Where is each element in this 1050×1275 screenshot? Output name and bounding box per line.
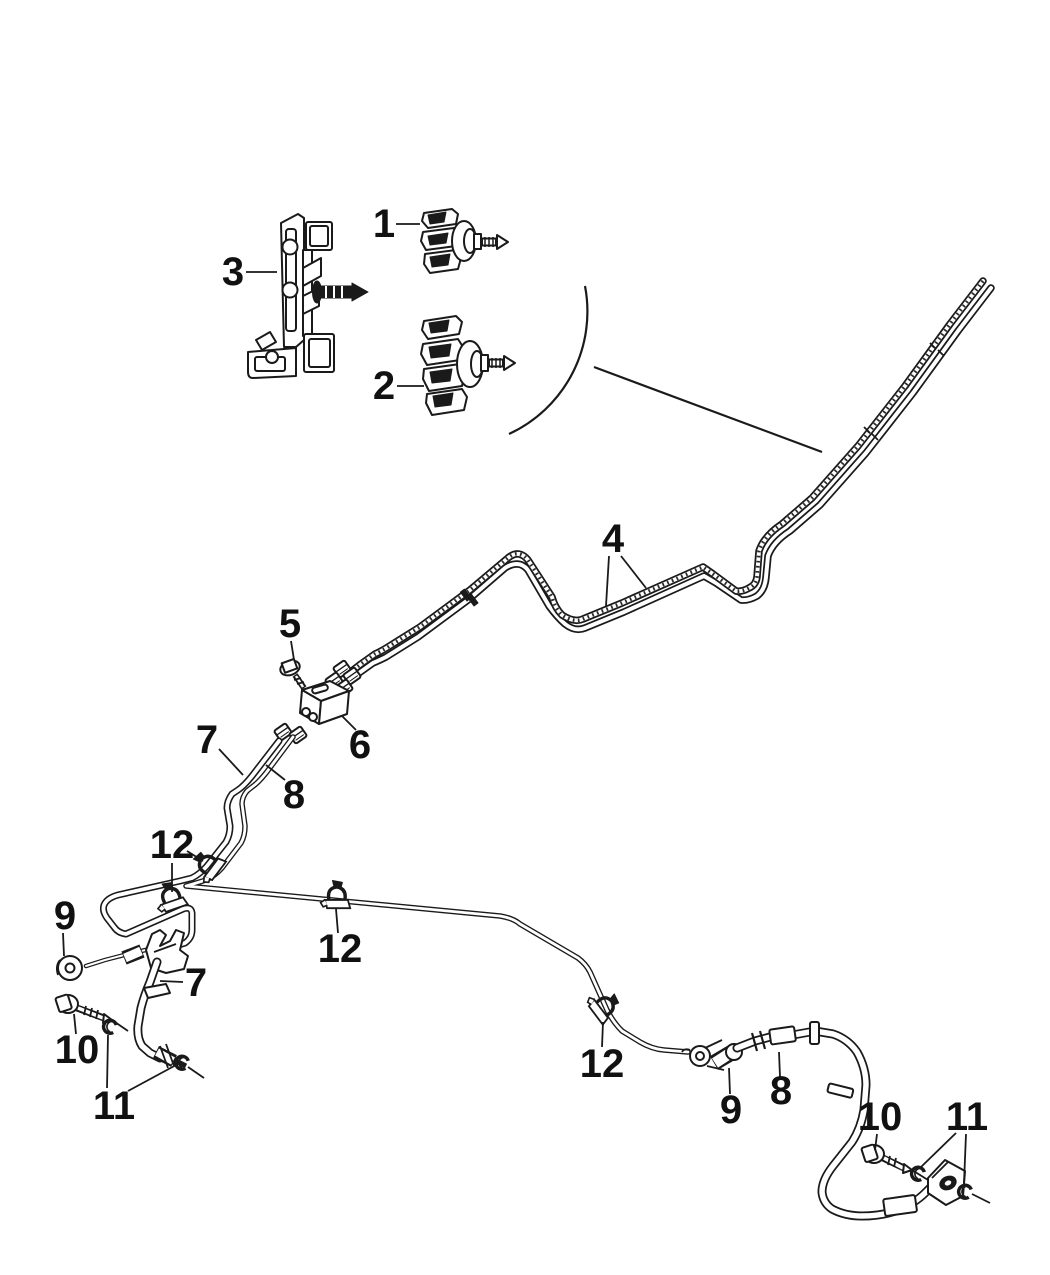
callout-group-5: 5 bbox=[279, 602, 301, 661]
leader-line bbox=[963, 1133, 967, 1184]
callout-10: 10 bbox=[55, 1028, 100, 1072]
leader-line bbox=[335, 908, 339, 934]
callout-group-7b: 7 bbox=[159, 961, 207, 1005]
callout-8: 8 bbox=[770, 1069, 792, 1113]
leader-line bbox=[265, 764, 286, 781]
rear-hose-assembly bbox=[681, 1021, 991, 1221]
leader-line bbox=[159, 980, 184, 983]
bracket-part-3 bbox=[247, 213, 369, 379]
callout-group-10a: 10 bbox=[55, 1013, 100, 1072]
hose-clamp bbox=[143, 983, 171, 999]
callout-1: 1 bbox=[373, 202, 395, 246]
hose-tab bbox=[826, 1082, 855, 1099]
leader-line bbox=[874, 1133, 878, 1151]
callout-group-12a: 12 bbox=[150, 823, 204, 892]
leader-line bbox=[620, 555, 647, 589]
leader-line bbox=[778, 1051, 781, 1078]
leader-line bbox=[290, 640, 295, 661]
callout-group-7a: 7 bbox=[196, 718, 244, 776]
leader-line bbox=[127, 1063, 179, 1092]
leader-line bbox=[920, 1132, 957, 1168]
left-hose-assembly bbox=[54, 929, 205, 1079]
callout-11: 11 bbox=[946, 1095, 988, 1139]
bolt-5-icon bbox=[279, 657, 307, 690]
hose-8-rear bbox=[732, 1026, 937, 1221]
leader-line bbox=[728, 1067, 731, 1095]
hose-end-block bbox=[927, 1159, 966, 1206]
leader-line bbox=[605, 555, 610, 607]
leader-line bbox=[62, 932, 65, 957]
front-brake-tubes bbox=[99, 722, 691, 1055]
push-pin-icon bbox=[312, 280, 369, 304]
screw-icon bbox=[480, 354, 516, 372]
callout-group-3: 3 bbox=[222, 250, 277, 294]
leader-line bbox=[341, 715, 357, 731]
callout-group-8a: 8 bbox=[265, 764, 305, 817]
callout-group-11a: 11 bbox=[93, 1034, 179, 1128]
tube-clips-12 bbox=[150, 842, 627, 1028]
callout-group-6: 6 bbox=[341, 715, 371, 767]
callout-group-8b: 8 bbox=[770, 1051, 792, 1113]
reference-arc bbox=[508, 285, 823, 454]
callout-12: 12 bbox=[150, 823, 195, 867]
callout-group-11b: 11 bbox=[920, 1095, 988, 1184]
bolt-10-left bbox=[54, 993, 129, 1032]
leader-line bbox=[106, 1034, 109, 1089]
leader-line bbox=[186, 850, 204, 862]
clip-12-c bbox=[318, 877, 355, 912]
callout-2: 2 bbox=[373, 364, 395, 408]
callout-3: 3 bbox=[222, 250, 244, 294]
callout-group-12c: 12 bbox=[580, 1021, 625, 1086]
callout-7: 7 bbox=[185, 961, 207, 1005]
callout-9: 9 bbox=[54, 894, 76, 938]
callout-7: 7 bbox=[196, 718, 218, 762]
callout-9: 9 bbox=[720, 1088, 742, 1132]
callout-group-9b: 9 bbox=[720, 1067, 742, 1132]
callout-4: 4 bbox=[602, 517, 625, 561]
callout-6: 6 bbox=[349, 723, 371, 767]
bolt-10-right bbox=[860, 1143, 929, 1181]
screw-icon bbox=[473, 233, 509, 250]
callout-12: 12 bbox=[580, 1042, 625, 1086]
junction-block-6 bbox=[279, 657, 350, 725]
callout-10: 10 bbox=[858, 1095, 903, 1139]
callout-8: 8 bbox=[283, 773, 305, 817]
leader-line bbox=[218, 748, 244, 776]
callout-5: 5 bbox=[279, 602, 301, 646]
callout-group-10b: 10 bbox=[858, 1095, 903, 1151]
callout-12: 12 bbox=[318, 927, 363, 971]
callout-group-1: 1 bbox=[373, 202, 420, 246]
clip-part-2 bbox=[420, 315, 516, 416]
callouts: 1 2 3 4 5 6 7 8 bbox=[54, 202, 988, 1184]
tube-bundle-4 bbox=[323, 277, 995, 698]
callout-group-12b: 12 bbox=[318, 908, 363, 971]
leader-line bbox=[601, 1021, 604, 1048]
callout-group-2: 2 bbox=[373, 364, 424, 408]
callout-group-9a: 9 bbox=[54, 894, 76, 957]
clip-part-1 bbox=[420, 208, 509, 274]
callout-group-4: 4 bbox=[602, 517, 647, 607]
arc-pointer-line bbox=[593, 365, 823, 454]
leader-line bbox=[73, 1013, 77, 1035]
callout-11: 11 bbox=[93, 1084, 135, 1128]
